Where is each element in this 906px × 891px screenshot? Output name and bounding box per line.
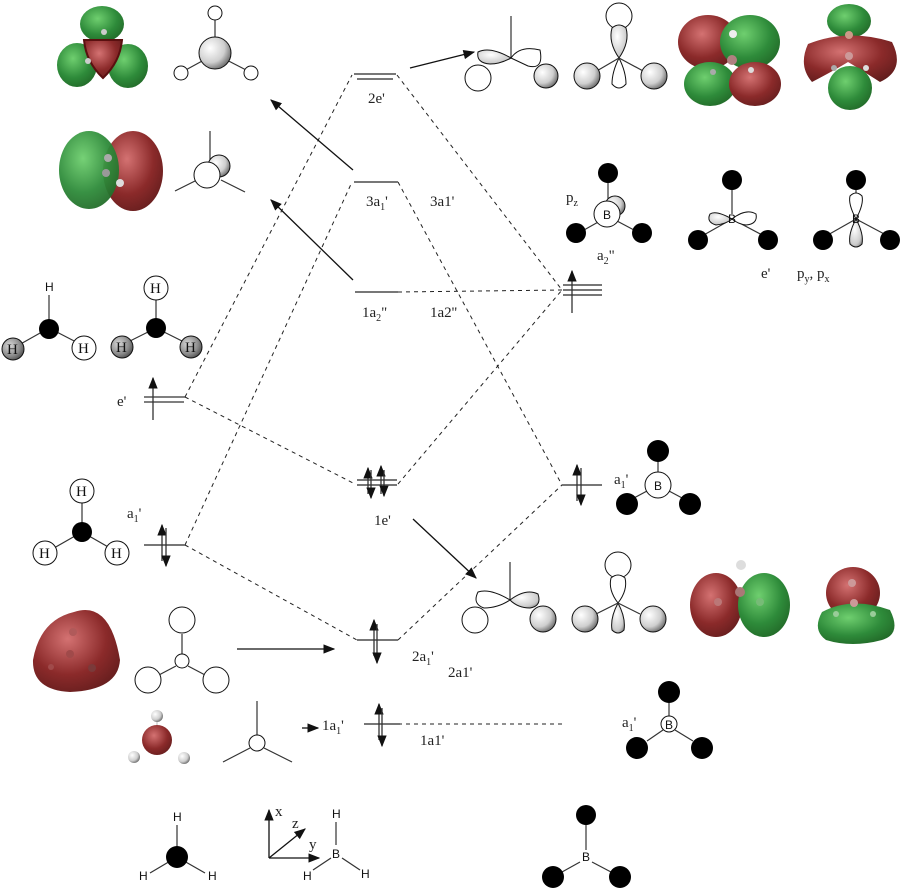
label-2a1: 2a1' <box>412 649 434 668</box>
corr-2a1-left <box>184 544 358 641</box>
bh3-2e-model-2 <box>573 2 668 90</box>
svg-text:H: H <box>185 340 196 356</box>
svg-text:H: H <box>7 342 18 358</box>
svg-text:H: H <box>111 546 122 562</box>
svg-text:x: x <box>275 804 283 820</box>
bh3-pz-model <box>174 131 246 193</box>
svg-text:H: H <box>139 869 148 883</box>
bh3-2e-model-1 <box>464 16 559 92</box>
label-b-a1-upper: a1' <box>614 472 629 491</box>
label-3a1-text: 3a1' <box>430 194 455 210</box>
label-1a1-text: 1a1' <box>420 733 445 749</box>
svg-text:H: H <box>45 280 54 294</box>
bh3-bottom-model: H B H H <box>303 807 370 883</box>
isosurface-2e-1 <box>678 15 781 106</box>
corr-2e-left <box>184 74 353 398</box>
arrow-icon <box>270 199 354 281</box>
label-pz: pz <box>566 190 579 209</box>
svg-text:B: B <box>728 212 736 226</box>
label-b-a1-lower: a1' <box>622 715 637 734</box>
b-bottom-model: B <box>542 805 631 888</box>
bh3-2a1-model <box>134 606 230 694</box>
h3-salc-e-1: H H H <box>1 280 97 361</box>
b-level-s <box>562 463 602 507</box>
svg-text:H: H <box>150 281 161 297</box>
isosurface-1e-1 <box>690 560 790 637</box>
corr-1e-left <box>184 396 356 485</box>
svg-text:B: B <box>852 212 860 226</box>
bh3-1a1-model <box>222 701 293 763</box>
h3-level-e: e' <box>117 376 185 420</box>
corr-2a1-right <box>397 484 563 641</box>
svg-text:H: H <box>76 484 87 500</box>
svg-text:H: H <box>173 810 182 824</box>
label-1a1: 1a1' <box>322 718 344 737</box>
h3-salc-a1: H H H <box>32 478 130 566</box>
mo-label-strings: 3a1' 1a2'' 2a1' 1a1' <box>420 194 473 749</box>
svg-text:B: B <box>332 847 340 861</box>
b-py-model: B <box>688 170 778 250</box>
corr-2e-right <box>396 74 563 291</box>
isosurface-1e-2 <box>817 567 895 644</box>
b-1s-model: B <box>626 681 713 759</box>
label-b-e: e' <box>761 266 771 282</box>
mo-level-3a1: 3a1' <box>354 181 398 213</box>
mo-level-1a1: 1a1' <box>302 702 400 748</box>
arrow-icon <box>412 518 477 579</box>
label-2e: 2e' <box>368 91 385 107</box>
svg-text:B: B <box>603 208 611 222</box>
label-1a2-text: 1a2'' <box>430 305 457 321</box>
corr-1a2-right <box>397 289 563 293</box>
bh3-s-orbital-model <box>173 5 259 81</box>
mo-level-1a2: 1a2" <box>355 291 398 324</box>
b-px-model: B <box>813 170 900 250</box>
correlation-lines <box>184 74 563 725</box>
isosurface-2e-top-left <box>57 6 148 88</box>
h3-bottom-model: H H H <box>139 810 217 883</box>
b-pz-model: pz B a2" <box>566 163 652 267</box>
arrow-icon <box>409 50 476 69</box>
bh3-1e-model-1 <box>461 562 557 634</box>
axes-icon: x z y <box>264 804 321 863</box>
mo-level-2a1: 2a1' <box>357 618 434 668</box>
corr-3a1-right <box>397 181 563 486</box>
svg-text:B: B <box>582 850 590 864</box>
mo-level-1e: 1e' <box>357 464 397 529</box>
isosurface-1a2-pz <box>59 131 163 211</box>
b-level-p <box>563 269 602 313</box>
svg-text:B: B <box>654 479 662 493</box>
label-py-px: py, px <box>797 266 830 285</box>
label-a2: a2" <box>597 248 615 267</box>
label-1a2: 1a2" <box>362 305 387 324</box>
svg-text:H: H <box>303 869 312 883</box>
svg-text:B: B <box>665 718 673 732</box>
isosurface-2e-2 <box>803 4 897 110</box>
svg-text:H: H <box>332 807 341 821</box>
arrow-icon <box>270 99 354 171</box>
svg-text:y: y <box>309 837 317 853</box>
mo-level-2e: 2e' <box>354 73 396 107</box>
corr-3a1-left <box>184 181 353 546</box>
h3-salc-e-2: H H H <box>110 275 203 359</box>
bh3-1e-model-2 <box>571 551 667 634</box>
label-h3-e: e' <box>117 394 127 410</box>
b-2s-model: B <box>616 440 701 515</box>
label-3a1: 3a1' <box>366 194 388 213</box>
corr-1e-right <box>397 289 563 485</box>
svg-text:z: z <box>292 816 299 832</box>
svg-text:H: H <box>78 341 89 357</box>
label-1e: 1e' <box>374 513 391 529</box>
isosurface-2a1 <box>32 610 120 692</box>
isosurface-1a1 <box>128 710 190 764</box>
label-h3-a1: a1' <box>127 506 142 525</box>
svg-text:H: H <box>361 867 370 881</box>
svg-text:H: H <box>116 340 127 356</box>
h3-level-a1: a1' <box>127 506 185 568</box>
label-2a1-text: 2a1' <box>448 665 473 681</box>
svg-text:H: H <box>208 869 217 883</box>
svg-text:H: H <box>39 546 50 562</box>
